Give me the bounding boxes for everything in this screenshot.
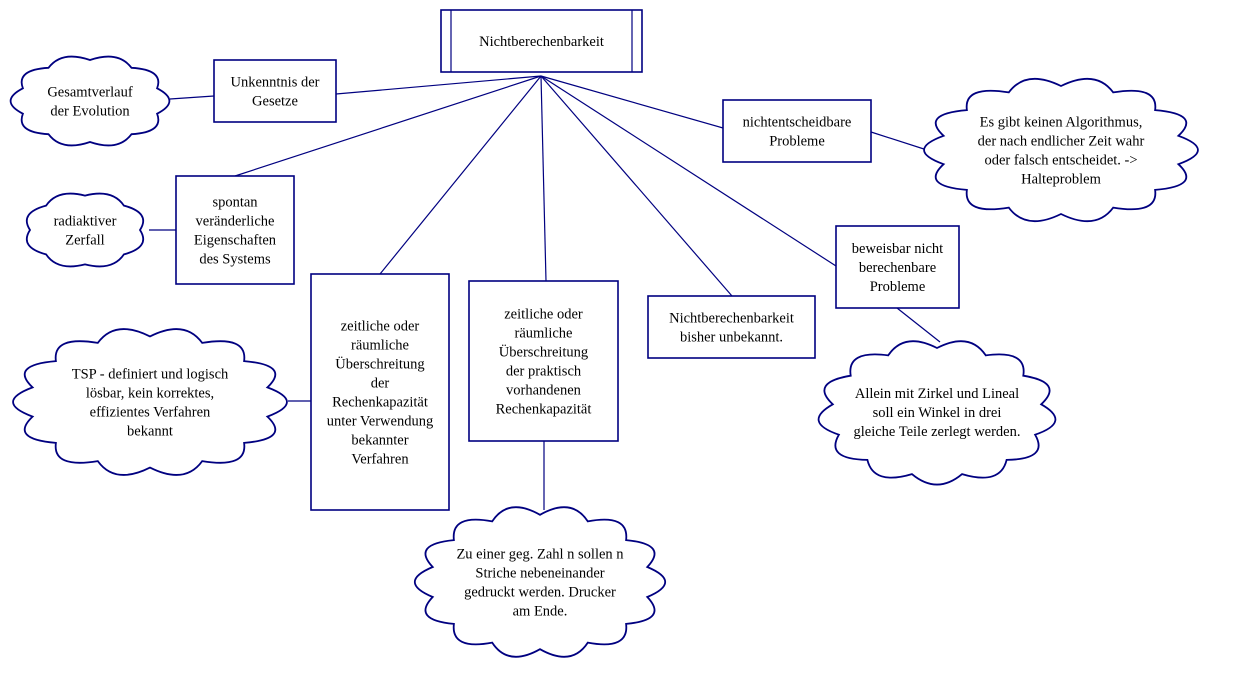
- example-halting-problem: Es gibt keinen Algorithmus, der nach endl…: [923, 77, 1199, 223]
- example-text-line: der Evolution: [50, 104, 130, 120]
- category-text-line: Nichtberechenbarkeit: [669, 311, 794, 327]
- root-node: Nichtberechenbarkeit: [440, 9, 643, 73]
- category-text-line: Überschreitung: [499, 344, 588, 361]
- example-text-line: am Ende.: [513, 604, 568, 620]
- example-text-line: Gesamtverlauf: [47, 85, 133, 101]
- category-text-line: der: [371, 376, 390, 392]
- conn-spontaneous: [234, 75, 542, 177]
- category-text-line: berechenbare: [859, 260, 936, 276]
- box-frame: [722, 99, 872, 163]
- conn-capacity-practical: [540, 75, 547, 282]
- cloud-shape: [923, 77, 1199, 223]
- category-text-line: Gesetze: [252, 94, 298, 110]
- example-text-line: oder falsch entscheidet. ->: [984, 153, 1137, 169]
- cloud-shape: [12, 328, 288, 476]
- category-text-line: vorhandenen: [506, 383, 582, 399]
- box-frame: [175, 175, 295, 285]
- category-unknown-so-far: Nichtberechenbarkeit bisher unbekannt.: [647, 295, 816, 359]
- example-text-line: effizientes Verfahren: [90, 405, 211, 421]
- category-text-line: unter Verwendung: [327, 414, 433, 430]
- box-frame: [835, 225, 960, 309]
- category-text-line: Verfahren: [351, 452, 409, 468]
- conn-undecidable: [540, 75, 724, 129]
- box-frame: [468, 280, 619, 442]
- category-text-line: Probleme: [769, 134, 825, 150]
- category-text-line: Unkenntnis der: [231, 75, 320, 91]
- example-text-line: gedruckt werden. Drucker: [464, 585, 616, 601]
- example-text-line: gleiche Teile zerlegt werden.: [854, 424, 1021, 440]
- category-text-line: spontan: [212, 195, 258, 211]
- category-text-line: zeitliche oder: [504, 307, 583, 323]
- example-text-line: lösbar, kein korrektes,: [86, 386, 214, 402]
- root-text-line: Nichtberechenbarkeit: [479, 34, 604, 50]
- category-text-line: Rechenkapazität: [496, 402, 592, 418]
- box-frame: [440, 9, 643, 73]
- conn-capacity-known: [379, 75, 542, 275]
- category-text-line: des Systems: [199, 252, 271, 268]
- category-text-line: Rechenkapazität: [332, 395, 428, 411]
- example-clouds: Gesamtverlauf der Evolution radiaktiverZer…: [9, 55, 1199, 658]
- conn-unknown-so-far: [540, 75, 733, 297]
- box-frame: [647, 295, 816, 359]
- example-text-line: Zu einer geg. Zahl n sollen n: [456, 547, 624, 563]
- category-text-line: der praktisch: [506, 364, 582, 380]
- category-text-line: Eigenschaften: [194, 233, 277, 249]
- category-text-line: räumliche: [351, 338, 409, 354]
- example-text-line: Striche nebeneinander: [475, 566, 604, 582]
- conn-provably: [540, 75, 837, 267]
- example-text-line: Es gibt keinen Algorithmus,: [980, 115, 1143, 131]
- category-text-line: Probleme: [870, 279, 926, 295]
- example-text-line: soll ein Winkel in drei: [873, 405, 1002, 421]
- category-text-line: bekannter: [351, 433, 408, 449]
- box-frame: [310, 273, 450, 511]
- cloud-shape: [413, 506, 667, 658]
- category-text-line: beweisbar nicht: [852, 241, 943, 257]
- conn-evolution: [169, 95, 215, 100]
- conn-angle: [896, 307, 941, 343]
- box-frame: [213, 59, 337, 123]
- example-tsp: TSP - definiert und logisch lösbar, kein …: [12, 328, 288, 476]
- example-text-line: TSP - definiert und logisch: [72, 367, 229, 383]
- example-angle-trisection: Allein mit Zirkel und Lineal soll ein Win…: [817, 340, 1057, 486]
- example-text-line: der nach endlicher Zeit wahr: [978, 134, 1145, 150]
- cloud-shape: [9, 55, 171, 147]
- category-text-line: veränderliche: [196, 214, 275, 230]
- cloud-shape: [25, 192, 145, 268]
- example-text-line: bekannt: [127, 424, 173, 440]
- category-text-line: zeitliche oder: [341, 319, 420, 335]
- example-evolution: Gesamtverlauf der Evolution: [9, 55, 171, 147]
- conn-halting: [870, 131, 928, 151]
- category-text-line: Überschreitung: [335, 356, 424, 373]
- example-text-line: radiaktiver: [54, 214, 117, 230]
- connectors: [149, 75, 941, 510]
- example-text-line: Halteproblem: [1021, 172, 1101, 188]
- category-text-line: bisher unbekannt.: [680, 330, 783, 346]
- conn-unknown-laws: [335, 75, 542, 95]
- example-text-line: Allein mit Zirkel und Lineal: [855, 386, 1019, 402]
- cloud-shape: [817, 340, 1057, 486]
- example-printer: Zu einer geg. Zahl n sollen n Striche neb…: [413, 506, 667, 658]
- example-text-line: Zerfall: [65, 233, 104, 249]
- category-text-line: nichtentscheidbare: [743, 115, 852, 131]
- category-text-line: räumliche: [515, 326, 573, 342]
